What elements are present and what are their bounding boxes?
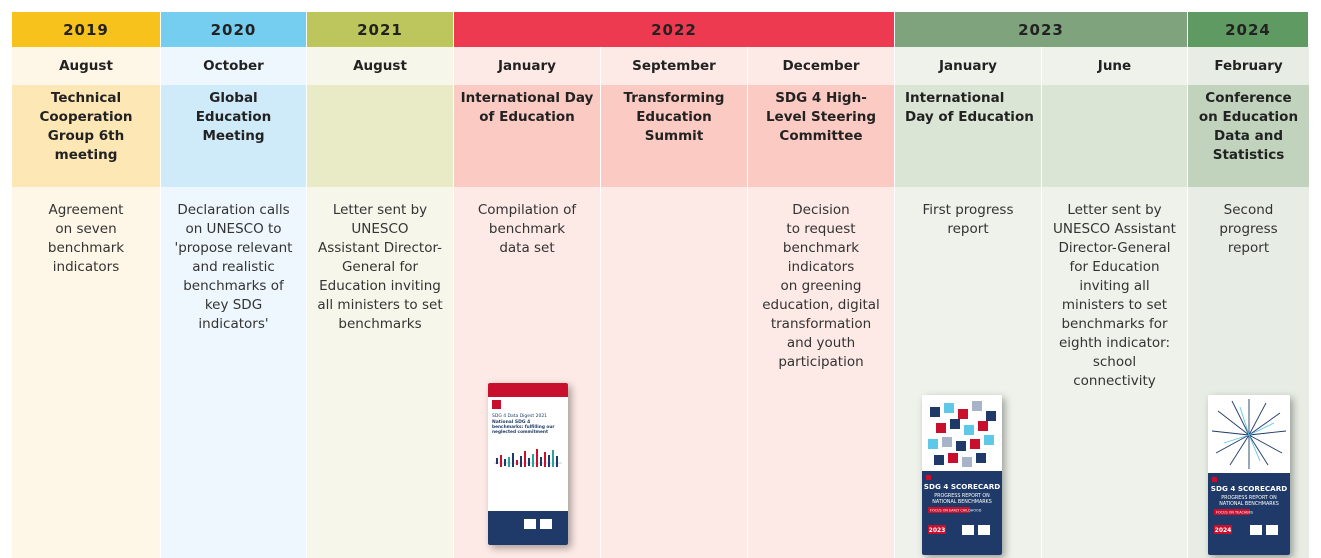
column-2022-september: September Transforming Education Summit bbox=[601, 47, 748, 558]
event-title: International Day of Education bbox=[454, 85, 600, 187]
month-label: February bbox=[1188, 47, 1309, 85]
year-2023: 2023 bbox=[895, 12, 1188, 47]
event-title: Global Education Meeting bbox=[161, 85, 306, 187]
scorecard-2023-title: SDG 4 SCORECARD bbox=[924, 482, 1000, 491]
year-header-row: 2019 2020 2021 2022 2023 2024 bbox=[12, 12, 1309, 47]
scorecard-2024-sub1: PROGRESS REPORT ON bbox=[1221, 495, 1277, 501]
scorecard-2023-sub2: NATIONAL BENCHMARKS bbox=[932, 499, 992, 505]
month-label: January bbox=[454, 47, 600, 85]
digest-line3: benchmarks: fulfilling our bbox=[492, 424, 555, 430]
event-title: International Day of Education bbox=[895, 85, 1041, 187]
event-title bbox=[307, 85, 453, 187]
event-title bbox=[1042, 85, 1187, 187]
event-title: Conference on Education Data and Statist… bbox=[1188, 85, 1309, 187]
year-2024: 2024 bbox=[1188, 12, 1309, 47]
scorecard-2023-focus: FOCUS ON EARLY CHILDHOOD bbox=[930, 509, 982, 513]
column-2022-january: January International Day of Education C… bbox=[454, 47, 601, 558]
column-2021-august: August Letter sent by UNESCO Assistant D… bbox=[307, 47, 454, 558]
event-title: SDG 4 High-Level Steering Committee bbox=[748, 85, 894, 187]
event-description: Second progress report bbox=[1219, 202, 1278, 256]
scorecard-2024-year: 2024 bbox=[1215, 527, 1232, 534]
digest-line1: SDG 4 Data Digest 2021 bbox=[492, 413, 547, 419]
digest-bar-graphic bbox=[494, 449, 562, 467]
digest-line4: neglected commitment bbox=[492, 429, 548, 435]
month-label: October bbox=[161, 47, 306, 85]
month-label: January bbox=[895, 47, 1041, 85]
scorecard-2023-sub1: PROGRESS REPORT ON bbox=[934, 493, 990, 499]
column-2024-february: February Conference on Education Data an… bbox=[1188, 47, 1309, 558]
scorecard-2024-cover: SDG 4 SCORECARD PROGRESS REPORT ON NATIO… bbox=[1208, 395, 1290, 555]
starburst-pattern bbox=[1211, 399, 1287, 469]
event-title: Technical Cooperation Group 6th meeting bbox=[12, 85, 160, 187]
column-2019-august: August Technical Cooperation Group 6th m… bbox=[12, 47, 161, 558]
event-description: Compilation of benchmark data set bbox=[477, 202, 577, 256]
column-2023-june: June Letter sent by UNESCO Assistant Dir… bbox=[1042, 47, 1188, 558]
scorecard-2023-year: 2023 bbox=[929, 527, 946, 534]
month-label: June bbox=[1042, 47, 1187, 85]
column-2023-january: January International Day of Education F… bbox=[895, 47, 1042, 558]
event-description bbox=[601, 187, 747, 201]
timeline-columns: August Technical Cooperation Group 6th m… bbox=[12, 47, 1309, 558]
year-2021: 2021 bbox=[307, 12, 454, 47]
month-label: August bbox=[307, 47, 453, 85]
event-description: Letter sent by UNESCO Assistant Director… bbox=[1053, 202, 1176, 389]
event-title: Transforming Education Summit bbox=[601, 85, 747, 187]
scorecard-2023-cover: SDG 4 SCORECARD PROGRESS REPORT ON NATIO… bbox=[922, 395, 1002, 555]
year-2019: 2019 bbox=[12, 12, 161, 47]
data-digest-cover: SDG 4 Data Digest 2021 National SDG 4 be… bbox=[488, 383, 568, 545]
month-label: December bbox=[748, 47, 894, 85]
year-2022: 2022 bbox=[454, 12, 895, 47]
scorecard-2024-focus: FOCUS ON TEACHERS bbox=[1216, 511, 1253, 515]
scorecard-2024-title: SDG 4 SCORECARD bbox=[1211, 484, 1287, 493]
column-2022-december: December SDG 4 High-Level Steering Commi… bbox=[748, 47, 895, 558]
event-description: Declaration calls on UNESCO to 'propose … bbox=[174, 202, 293, 332]
event-description: Letter sent by UNESCO Assistant Director… bbox=[317, 202, 443, 332]
scorecard-2024-sub2: NATIONAL BENCHMARKS bbox=[1219, 501, 1279, 507]
month-label: August bbox=[12, 47, 160, 85]
event-description: Agreement on seven benchmark indicators bbox=[47, 202, 125, 275]
month-label: September bbox=[601, 47, 747, 85]
event-description: First progress report bbox=[922, 202, 1014, 237]
year-2020: 2020 bbox=[161, 12, 307, 47]
cube-pattern bbox=[928, 401, 996, 467]
event-description: Decision to request benchmark indicators… bbox=[762, 202, 880, 370]
column-2020-october: October Global Education Meeting Declara… bbox=[161, 47, 307, 558]
digest-line2: National SDG 4 bbox=[492, 419, 530, 425]
